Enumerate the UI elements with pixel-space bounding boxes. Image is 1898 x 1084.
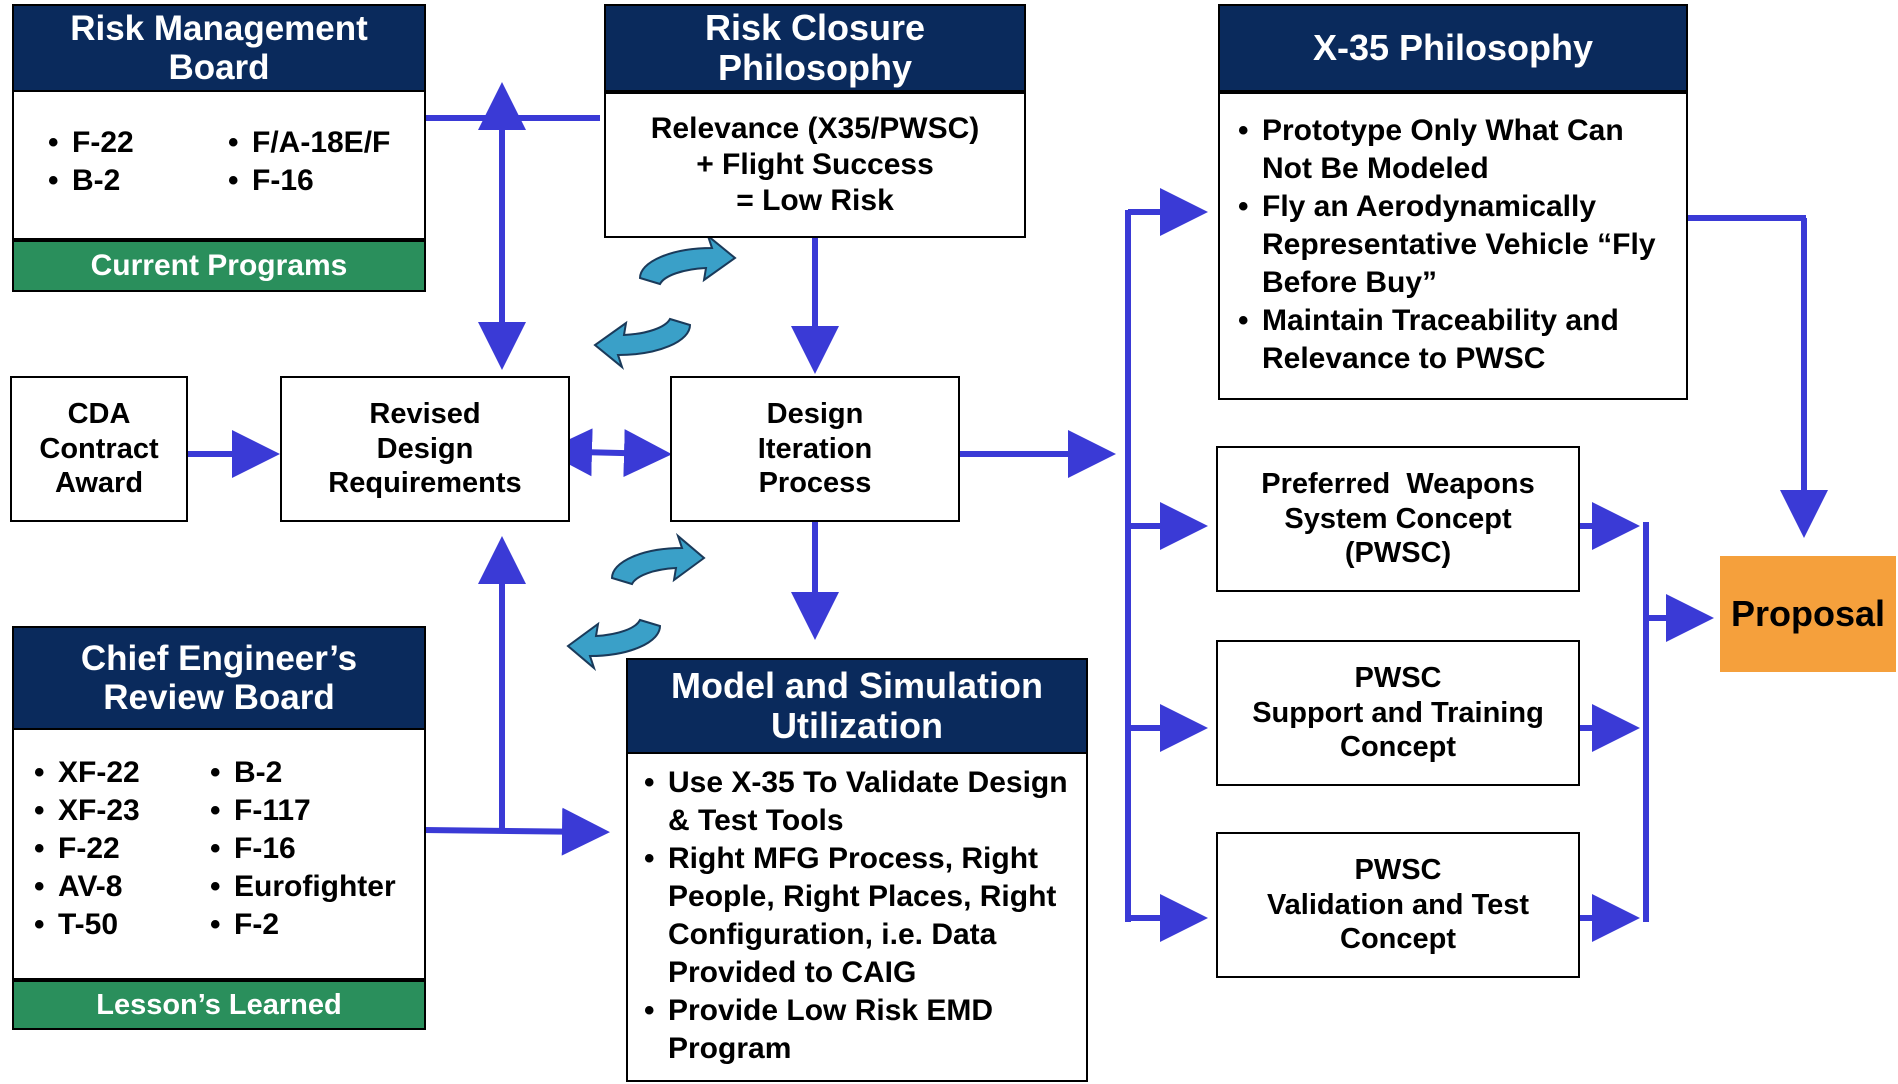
pwsc-line: (PWSC) [1344,537,1452,570]
cycle-icon [593,233,737,370]
proposal-label: Proposal [1730,593,1886,635]
cda-line: Award [54,467,144,500]
pwsc-box: Preferred Weapons System Concept (PWSC) [1216,446,1580,592]
x35-bullet: Maintain Traceability and Relevance to P… [1232,302,1680,378]
pwsc-line: System Concept [1284,502,1512,535]
chief-board-programs: XF-22 B-2 XF-23 F-117 F-22 F-16 AV-8 Eur… [28,754,404,944]
revised-line: Requirements [328,467,522,500]
risk-closure-title: Risk Closure Philosophy [604,4,1026,92]
program-item: F-117 [204,792,404,830]
program-item: B-2 [42,164,212,198]
model-sim-bullet: Use X-35 To Validate Design & Test Tools [638,764,1082,840]
cda-box: CDA Contract Award [10,376,188,522]
program-item: XF-22 [28,754,194,792]
model-sim-bullet: Right MFG Process, Right People, Right P… [638,840,1082,992]
validation-test-box: PWSC Validation and Test Concept [1216,832,1580,978]
x35-bullet: Fly an Aerodynamically Representative Ve… [1232,188,1680,302]
program-item: T-50 [28,906,194,944]
program-item: AV-8 [28,868,194,906]
revised-line: Revised [369,397,481,430]
chief-board-title: Chief Engineer’s Review Board [12,626,426,730]
design-line: Iteration [757,432,873,465]
cycle-icon-lower [566,532,706,672]
risk-board-programs: F-22 F/A-18E/F B-2 F-16 [42,126,392,198]
support-line: PWSC [1354,661,1442,694]
validation-line: Concept [1340,923,1456,956]
program-item: F-22 [28,830,194,868]
program-item: Eurofighter [204,868,404,906]
model-sim-bullet: Provide Low Risk EMD Program [638,992,1082,1068]
program-item: F-16 [222,164,392,198]
support-training-box: PWSC Support and Training Concept [1216,640,1580,786]
program-item: F/A-18E/F [222,126,392,160]
closure-line: + Flight Success [696,148,934,181]
program-item: F-22 [42,126,212,160]
design-line: Design [766,397,864,430]
arrow-chief-modelsim [423,807,610,856]
risk-board-footer: Current Programs [12,240,426,292]
design-iteration-box: Design Iteration Process [670,376,960,522]
proposal-box: Proposal [1720,556,1896,672]
revised-line: Design [376,432,474,465]
program-item: XF-23 [28,792,194,830]
chief-board-footer: Lesson’s Learned [12,980,426,1030]
program-item: B-2 [204,754,404,792]
cda-line: CDA [67,397,131,430]
model-sim-title: Model and Simulation Utilization [626,658,1088,754]
x35-body: Prototype Only What Can Not Be Modeled F… [1218,92,1688,400]
support-line: Concept [1340,731,1456,764]
program-item: F-2 [204,906,404,944]
x35-bullet: Prototype Only What Can Not Be Modeled [1232,112,1680,188]
program-item: F-16 [204,830,404,868]
x35-title: X-35 Philosophy [1218,4,1688,92]
model-sim-body: Use X-35 To Validate Design & Test Tools… [626,752,1088,1082]
risk-board-title: Risk Management Board [12,4,426,92]
cda-line: Contract [39,432,159,465]
closure-line: = Low Risk [736,184,894,217]
validation-line: Validation and Test [1266,888,1530,921]
support-line: Support and Training [1252,696,1544,729]
risk-closure-body: Relevance (X35/PWSC) + Flight Success = … [604,92,1026,238]
validation-line: PWSC [1354,853,1442,886]
closure-line: Relevance (X35/PWSC) [650,112,980,145]
arrow-revised-design [544,428,672,478]
revised-box: Revised Design Requirements [280,376,570,522]
pwsc-line: Preferred Weapons [1261,467,1535,500]
design-line: Process [758,467,872,500]
